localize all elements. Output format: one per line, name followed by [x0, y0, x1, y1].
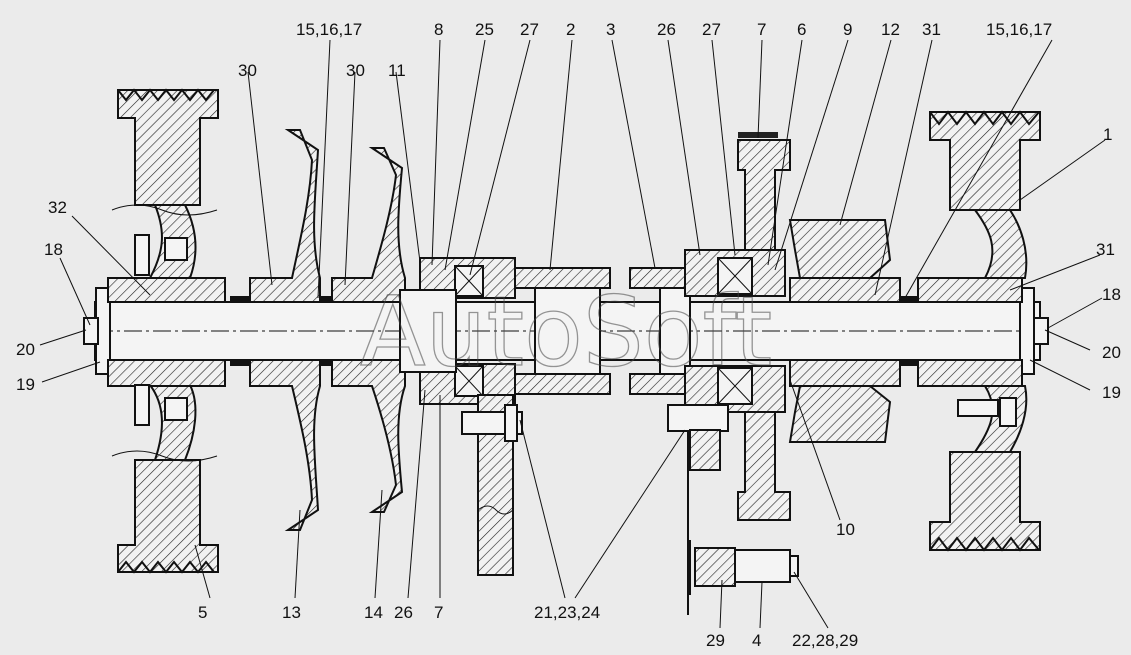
left-double-pulley — [249, 129, 406, 531]
callout-label: 18 — [44, 240, 63, 259]
callout-labels: 15,16,17 8 25 27 2 3 26 27 7 6 9 12 31 1… — [16, 20, 1121, 650]
callout-label: 14 — [364, 603, 383, 622]
callout-label: 26 — [394, 603, 413, 622]
callout-label: 21,23,24 — [534, 603, 600, 622]
left-flange-plate — [461, 394, 523, 576]
callout-label: 30 — [346, 61, 365, 80]
right-bearing-housing — [667, 249, 786, 615]
callout-label: 19 — [16, 375, 35, 394]
right-v-pulley — [788, 219, 901, 443]
callout-label: 30 — [238, 61, 257, 80]
callout-label: 1 — [1103, 125, 1112, 144]
callout-label: 15,16,17 — [296, 20, 362, 39]
tensioner-detail — [689, 540, 799, 595]
right-large-pulley — [917, 110, 1041, 552]
leader-lines — [39, 39, 1106, 629]
callout-label: 7 — [434, 603, 443, 622]
callout-label: 32 — [48, 198, 67, 217]
callout-label: 26 — [657, 20, 676, 39]
callout-label: 2 — [566, 20, 575, 39]
callout-label: 13 — [282, 603, 301, 622]
left-bearing-housing — [399, 257, 516, 405]
callout-label: 9 — [843, 20, 852, 39]
callout-label: 19 — [1102, 383, 1121, 402]
callout-label: 20 — [16, 340, 35, 359]
watermark: AutoSoft — [360, 276, 772, 388]
callout-label: 29 — [706, 631, 725, 650]
callout-label: 27 — [702, 20, 721, 39]
callout-label: 31 — [922, 20, 941, 39]
callout-label: 15,16,17 — [986, 20, 1052, 39]
callout-label: 27 — [520, 20, 539, 39]
right-end-fastener — [1019, 287, 1049, 375]
callout-label: 3 — [606, 20, 615, 39]
callout-label: 22,28,29 — [792, 631, 858, 650]
callout-label: 6 — [797, 20, 806, 39]
left-end-fastener — [83, 287, 111, 375]
right-small-pulley — [737, 132, 791, 521]
callout-label: 4 — [752, 631, 761, 650]
callout-label: 7 — [757, 20, 766, 39]
callout-label: 5 — [198, 603, 207, 622]
callout-label: 20 — [1102, 343, 1121, 362]
callout-label: 11 — [388, 61, 406, 80]
callout-label: 25 — [475, 20, 494, 39]
left-large-pulley — [107, 88, 226, 574]
callout-label: 8 — [434, 20, 443, 39]
callout-label: 31 — [1096, 240, 1115, 259]
callout-label: 18 — [1102, 285, 1121, 304]
callout-label: 12 — [881, 20, 900, 39]
callout-label: 10 — [836, 520, 855, 539]
central-drum — [514, 267, 691, 395]
